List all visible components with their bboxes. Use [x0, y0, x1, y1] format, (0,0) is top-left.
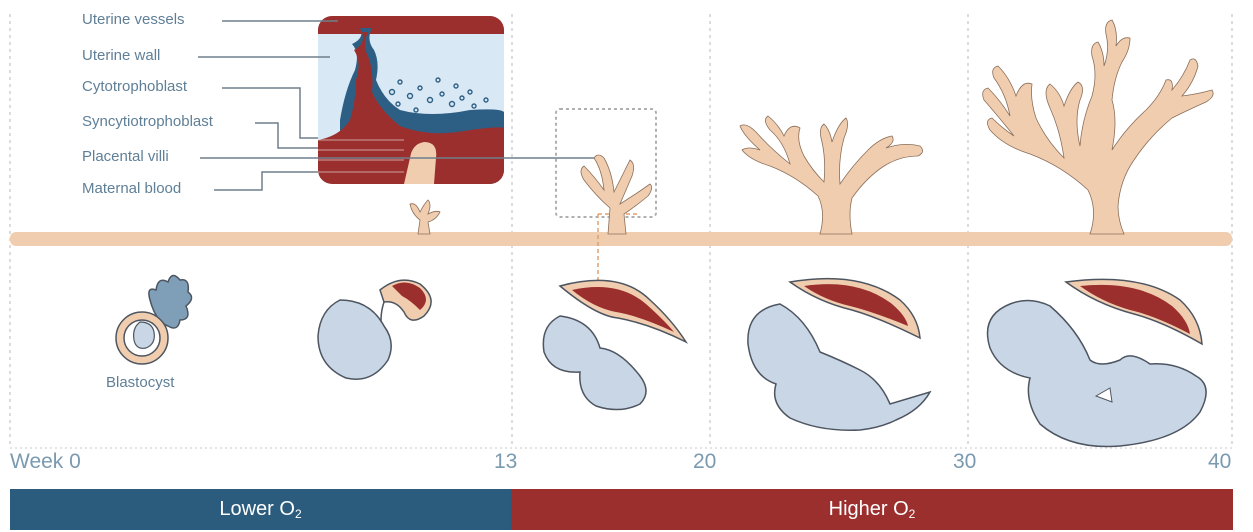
week-label-30: 30 — [953, 450, 976, 474]
lower-oxygen-text: Lower O — [219, 498, 295, 521]
week-label-13: 13 — [494, 450, 517, 474]
uterine-vessel-strip — [318, 16, 504, 34]
higher-oxygen-text: Higher O — [829, 498, 909, 521]
label-cytotrophoblast: Cytotrophoblast — [82, 78, 187, 95]
villus-week-8 — [410, 200, 440, 234]
lower-oxygen-subscript: 2 — [295, 507, 302, 521]
villus-week-18 — [581, 155, 652, 234]
label-placental-villi: Placental villi — [82, 148, 169, 165]
embryo-week-35 — [988, 279, 1207, 446]
villus-week-25 — [740, 116, 923, 234]
label-syncytiotrophoblast: Syncytiotrophoblast — [82, 113, 213, 130]
implantation-inset — [318, 16, 504, 184]
label-uterine-vessels: Uterine vessels — [82, 11, 185, 28]
higher-oxygen-bar: Higher O2 — [511, 489, 1233, 530]
label-maternal-blood: Maternal blood — [82, 180, 181, 197]
embryo-week-18 — [543, 280, 686, 409]
blastocyst-illustration — [116, 275, 192, 364]
villus-week-35 — [983, 20, 1213, 234]
week-label-0: Week 0 — [10, 450, 81, 474]
embryo-week-8 — [318, 280, 431, 379]
week-label-40: 40 — [1208, 450, 1231, 474]
label-blastocyst: Blastocyst — [106, 374, 174, 391]
week-label-20: 20 — [693, 450, 716, 474]
lower-oxygen-bar: Lower O2 — [10, 489, 511, 530]
label-uterine-wall: Uterine wall — [82, 47, 160, 64]
embryo-week-25 — [748, 279, 930, 431]
higher-oxygen-subscript: 2 — [909, 507, 916, 521]
villus-trees — [410, 20, 1213, 234]
